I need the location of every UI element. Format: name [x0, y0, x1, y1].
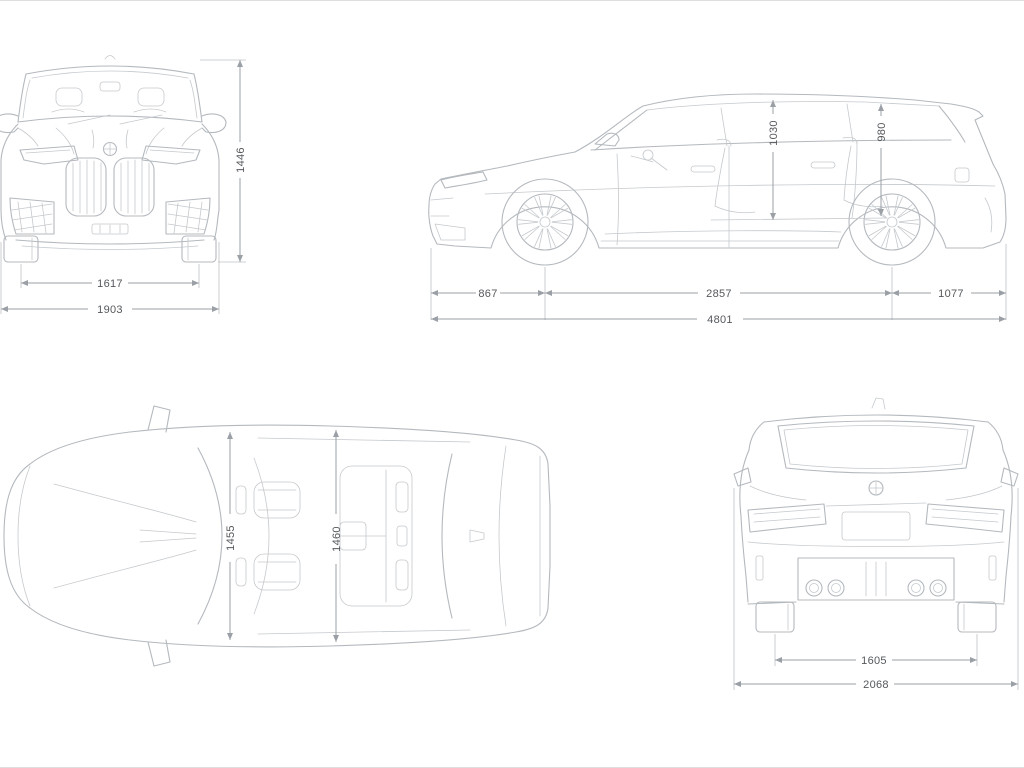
top-car-drawing — [3, 405, 551, 667]
mirror-top — [147, 405, 171, 433]
dim-label-front-track: 1617 — [97, 278, 123, 290]
brand-roundel — [102, 141, 118, 157]
headrest-left — [55, 87, 83, 107]
dim-label-front-width: 1903 — [97, 304, 123, 316]
interior-outline — [630, 136, 888, 221]
dim-label-interior-front: 1030 — [768, 120, 780, 146]
side-mirror — [594, 132, 620, 147]
dim-front-track: 1617 — [20, 264, 200, 290]
dim-label-top-rear: 1460 — [331, 526, 343, 552]
headrest-right — [137, 87, 165, 107]
dim-label-front-height: 1446 — [235, 147, 247, 173]
door-handle-rear — [810, 161, 836, 169]
antenna-fin — [469, 529, 485, 543]
side-car-drawing — [428, 93, 1007, 266]
brand-roundel — [868, 480, 884, 496]
side-mirror-right — [201, 113, 227, 134]
tire-rear-left — [755, 601, 795, 633]
front-intake-right — [165, 197, 211, 235]
side-view: 1030 980 867 2857 1077 4801 — [428, 93, 1007, 326]
dim-label-rear-overhang: 1077 — [938, 288, 964, 300]
reflector-right — [988, 555, 997, 581]
rearview-mirror — [99, 81, 121, 92]
dim-rear-track: 1605 — [774, 634, 978, 667]
dim-side-bottom: 867 2857 1077 4801 — [430, 244, 1007, 326]
side-mirror-left — [0, 113, 19, 134]
dim-front-height: 1446 — [200, 59, 247, 263]
fuel-door — [954, 167, 970, 183]
rear-view: 1605 2068 — [733, 397, 1019, 691]
mirror-right — [1000, 467, 1019, 487]
rear-bench — [339, 465, 413, 607]
front-intake-left — [9, 197, 55, 235]
dim-side-interior-rear: 980 — [876, 104, 888, 216]
tire-front-left — [3, 235, 39, 263]
dim-label-front-overhang: 867 — [478, 288, 497, 300]
diffuser — [797, 557, 955, 601]
taillight-left — [747, 503, 827, 533]
dim-rear-width: 2068 — [733, 488, 1019, 691]
dim-top-interior-front: 1455 — [225, 432, 237, 640]
dim-label-wheelbase: 2857 — [706, 288, 732, 300]
dim-top-interior-rear: 1460 — [331, 430, 343, 642]
kidney-grille — [65, 157, 155, 217]
dim-side-interior-front: 1030 — [768, 100, 780, 220]
headlight-right — [141, 145, 201, 165]
dim-front-width: 1903 — [0, 242, 220, 316]
tire-front-right — [181, 235, 217, 263]
mirror-left — [733, 467, 752, 487]
dim-label-rear-track: 1605 — [861, 655, 887, 667]
taillight-right — [925, 503, 1005, 533]
headlight-left — [19, 145, 79, 165]
front-car-drawing — [0, 55, 227, 263]
dim-label-length: 4801 — [707, 314, 733, 326]
mirror-bottom — [147, 639, 171, 667]
headlight — [440, 171, 488, 189]
front-seats — [235, 481, 301, 591]
rear-car-drawing — [733, 397, 1019, 633]
dim-label-rear-width: 2068 — [863, 679, 889, 691]
license-plate-recess — [841, 511, 911, 541]
front-view: 1446 1617 1903 — [0, 55, 247, 316]
wheel-rear — [848, 178, 936, 266]
wheel-front — [501, 178, 589, 266]
center-intake — [91, 223, 129, 235]
dim-label-interior-rear: 980 — [876, 122, 888, 141]
door-handle-front — [690, 165, 716, 173]
reflector-left — [755, 555, 764, 581]
image-border-top — [0, 0, 1024, 1]
dim-label-top-front: 1455 — [225, 525, 237, 551]
top-view: 1455 1460 — [3, 405, 551, 667]
antenna-fin — [871, 397, 886, 410]
tire-rear-right — [957, 601, 997, 633]
